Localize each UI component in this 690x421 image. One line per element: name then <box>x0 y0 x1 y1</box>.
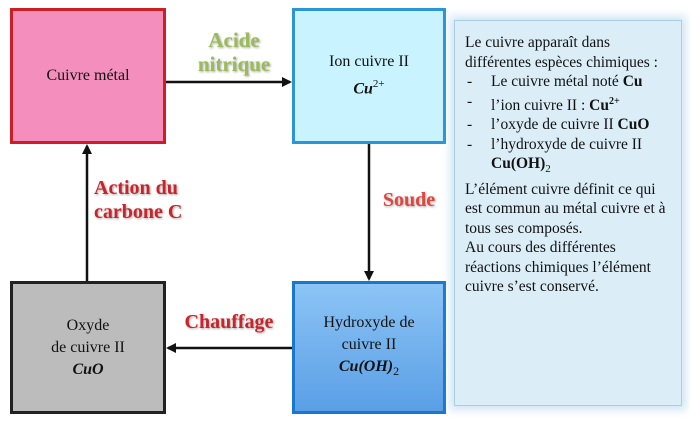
oxyde-formula: CuO <box>72 360 104 378</box>
item-formula: CuO <box>617 116 650 134</box>
item-formula-base: Cu <box>589 96 609 114</box>
hydroxyde-line1: Hydroxyde de <box>323 314 415 332</box>
ion-cuivre-label: Ion cuivre II <box>329 53 409 71</box>
hydroxyde-formula: Cu(OH)2 <box>339 356 399 382</box>
item-formula-sub: 2 <box>545 163 551 176</box>
item-text: l’ion cuivre II : <box>491 96 590 114</box>
box-cuivre-metal: Cuivre métal <box>10 8 166 144</box>
box-hydroxyde-cuivre: Hydroxyde de cuivre II Cu(OH)2 <box>292 281 446 414</box>
oxyde-line2: de cuivre II <box>51 338 125 356</box>
item-text: l’oxyde de cuivre II <box>491 116 618 134</box>
hydroxyde-formula-open: Cu( <box>338 358 364 376</box>
carbone-line1: Action du <box>94 177 178 199</box>
item-formula: Cu(OH)2 <box>491 155 551 176</box>
list-item: l’oxyde de cuivre II CuO <box>465 115 673 135</box>
reaction-label-acide-nitrique: Acide nitrique <box>186 28 282 76</box>
list-item: l’hydroxyde de cuivre II Cu(OH)2 <box>465 135 673 180</box>
info-paragraph-conservation: Au cours des différentes réactions chimi… <box>465 239 651 296</box>
oxyde-line1: Oxyde <box>66 316 110 334</box>
cuivre-metal-label: Cuivre métal <box>46 67 130 84</box>
info-intro: Le cuivre apparaît dans différentes espè… <box>465 34 658 71</box>
hydroxyde-line2: cuivre II <box>341 336 397 354</box>
item-formula: Cu2+ <box>589 95 620 114</box>
list-item: l’ion cuivre II : Cu2+ <box>465 92 673 116</box>
item-formula: Cu <box>622 73 643 90</box>
reaction-label-carbone: Action du carbone C <box>94 176 208 224</box>
item-formula-base: Cu(OH) <box>491 155 546 173</box>
reaction-label-chauffage: Chauffage <box>184 311 274 333</box>
hydroxyde-formula-mid: OH <box>363 358 388 376</box>
box-oxyde-cuivre: Oxyde de cuivre II CuO <box>10 281 166 414</box>
ion-formula-base: Cu <box>353 80 373 98</box>
ion-cuivre-formula: Cu2+ <box>353 73 384 100</box>
hydroxyde-formula-close: ) <box>387 358 394 376</box>
item-text: l’hydroxyde de cuivre II <box>491 135 643 153</box>
item-formula-sup: 2+ <box>608 95 620 107</box>
hydroxyde-formula-sub: 2 <box>393 364 400 379</box>
carbone-line2: carbone C <box>94 201 183 223</box>
list-item: Le cuivre métal noté Cu <box>465 72 673 92</box>
info-paragraph-element: L’élément cuivre définit ce qui est comm… <box>465 180 666 237</box>
reaction-label-soude: Soude <box>382 189 436 211</box>
ion-formula-charge: 2+ <box>372 78 385 91</box>
acide-line2: nitrique <box>197 52 271 76</box>
item-text: Le cuivre métal noté <box>491 73 623 90</box>
info-panel: Le cuivre apparaît dans différentes espè… <box>454 20 682 406</box>
acide-line1: Acide <box>208 28 260 52</box>
species-list: Le cuivre métal noté Cu l’ion cuivre II … <box>465 72 673 180</box>
box-ion-cuivre: Ion cuivre II Cu2+ <box>292 8 446 144</box>
